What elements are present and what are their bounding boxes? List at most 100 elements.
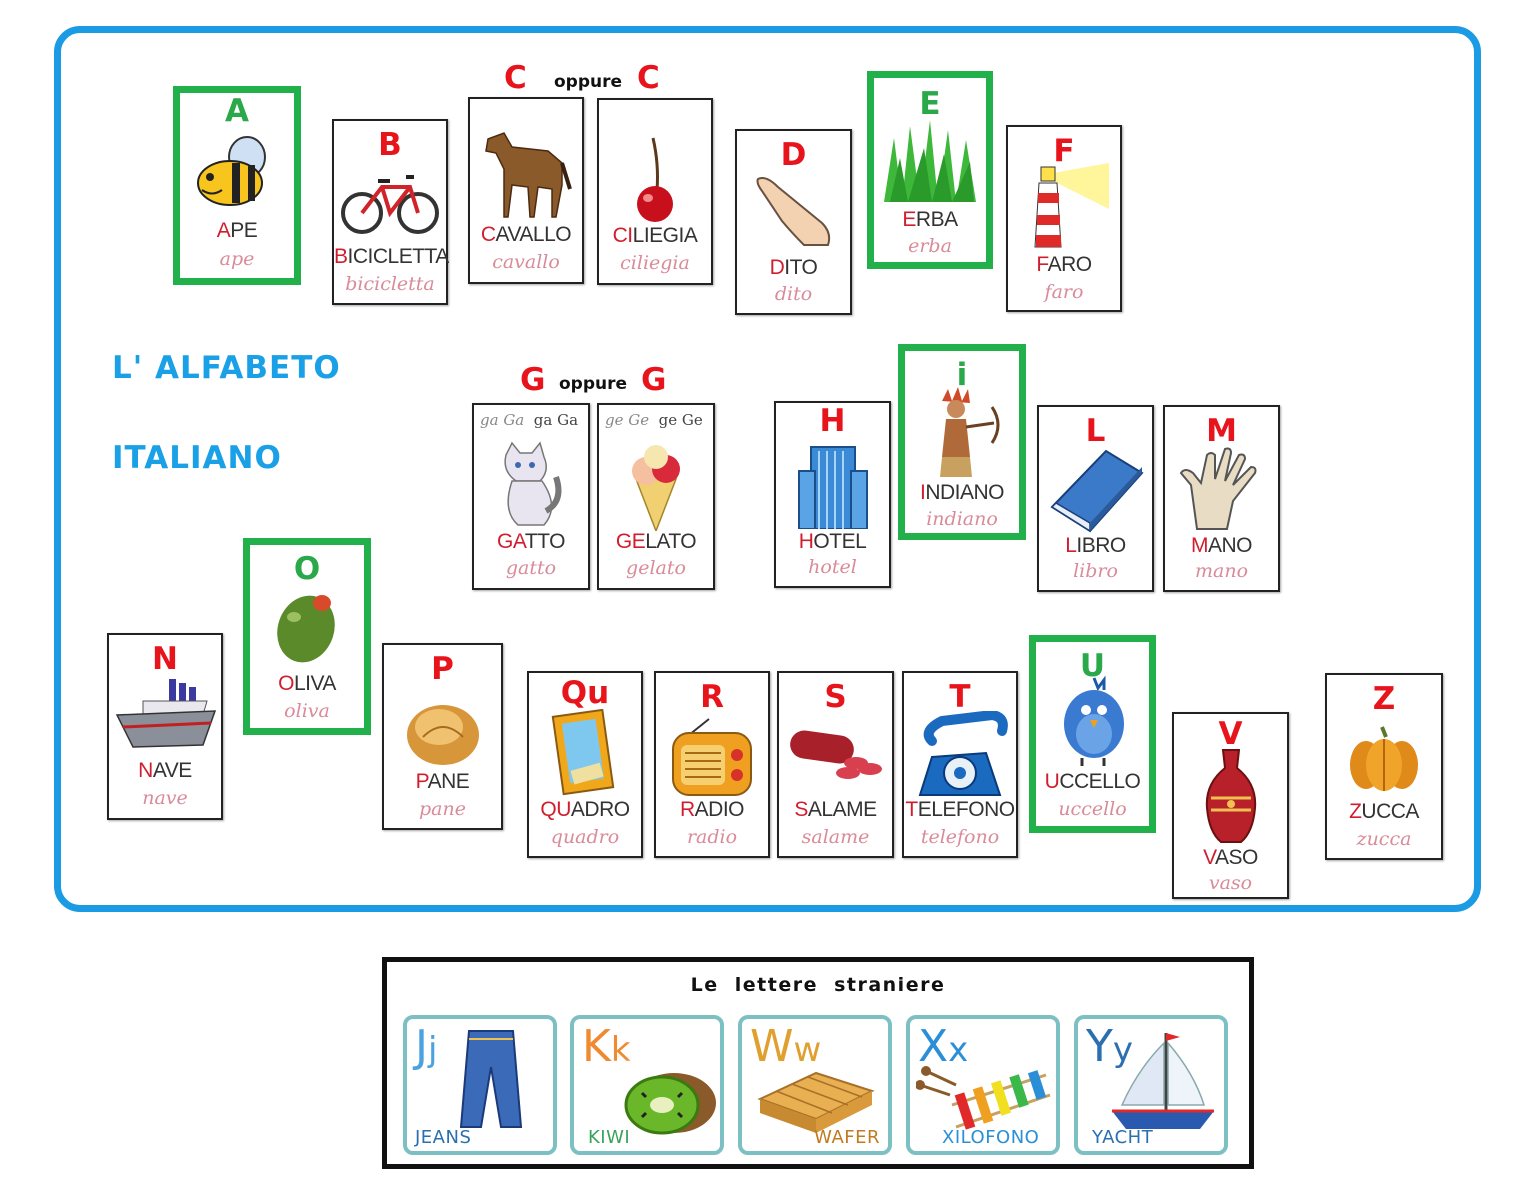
card-letter: E — [919, 86, 941, 122]
card-c-cavallo[interactable]: CAVALLO cavallo — [468, 97, 584, 284]
card-script-word: cavallo — [492, 251, 560, 273]
card-letter: U — [1079, 648, 1106, 684]
finger-icon — [756, 177, 830, 246]
foreign-card-kiwi[interactable]: Kk KIWI — [570, 1015, 724, 1155]
c-oppure-label: oppure — [554, 72, 623, 92]
card-letter: R — [700, 679, 724, 715]
telephone-icon — [918, 711, 1008, 796]
card-script-word: ciliegia — [620, 252, 690, 274]
card-g-gelato[interactable]: ge Ge ge Ge GELATO gelato — [597, 403, 715, 590]
foreign-letters-panel: Le lettere straniere Jj JEANS Kk KIWI Ww… — [382, 957, 1254, 1169]
xylophone-icon — [916, 1066, 1051, 1130]
hotel-icon — [797, 446, 868, 529]
card-r[interactable]: R RADIO radio — [654, 671, 770, 858]
salami-icon — [789, 730, 882, 779]
card-script-word: indiano — [926, 508, 998, 530]
indian-icon — [940, 387, 1000, 477]
card-script-word: ape — [219, 248, 255, 270]
card-word: DITO — [769, 256, 818, 279]
foreign-card-wafer[interactable]: Ww WAFER — [738, 1015, 892, 1155]
bird-icon — [1063, 676, 1124, 766]
card-i[interactable]: i INDIANO indiano — [898, 344, 1026, 540]
ice-cream-icon — [632, 445, 680, 531]
card-script-word: nave — [142, 787, 188, 809]
card-h[interactable]: H HOTEL hotel — [774, 401, 891, 588]
card-letter: L — [1085, 413, 1106, 449]
card-m[interactable]: M MANO mano — [1163, 405, 1280, 592]
foreign-word: JEANS — [415, 1127, 472, 1148]
card-s[interactable]: S SALAME salame — [777, 671, 894, 858]
vase-icon — [1205, 749, 1256, 843]
card-p[interactable]: P PANE pane — [382, 643, 503, 830]
foreign-card-jeans[interactable]: Jj JEANS — [403, 1015, 557, 1155]
card-word: CAVALLO — [480, 223, 572, 246]
foreign-word: YACHT — [1092, 1127, 1154, 1148]
card-word: OLIVA — [278, 672, 336, 695]
card-word: MANO — [1190, 534, 1253, 557]
card-word: TELEFONO — [905, 798, 1015, 821]
card-g-gatto[interactable]: ga Ga ga Ga GATTO gatto — [472, 403, 590, 590]
bee-icon — [197, 136, 266, 206]
g-oppure-label: oppure — [559, 374, 628, 394]
sailboat-icon — [1112, 1033, 1214, 1129]
card-word: APE — [216, 219, 258, 242]
card-t[interactable]: T TELEFONO telefono — [902, 671, 1018, 858]
picture-frame-icon — [551, 709, 615, 796]
card-word: INDIANO — [919, 481, 1005, 504]
bread-icon — [406, 705, 479, 765]
c-letter-left: C — [504, 60, 527, 96]
card-c-ciliegia[interactable]: CILIEGIA ciliegia — [597, 98, 713, 285]
card-f[interactable]: F FARO faro — [1006, 125, 1122, 312]
bicycle-icon — [341, 175, 439, 234]
title-line-1: L' ALFABETO — [112, 350, 341, 386]
foreign-card-xilofono[interactable]: Xx XILOFONO — [906, 1015, 1060, 1155]
foreign-letters-title: Le lettere straniere — [690, 974, 946, 996]
card-script-word: oliva — [284, 700, 330, 722]
card-b[interactable]: B BICICLETTA bicicletta — [332, 119, 449, 305]
foreign-letters: Ww — [750, 1021, 822, 1072]
card-l[interactable]: L LIBRO libro — [1037, 405, 1154, 592]
card-z[interactable]: Z ZUCCA zucca — [1325, 673, 1443, 860]
foreign-word: XILOFONO — [942, 1127, 1040, 1148]
card-letter: N — [152, 641, 178, 677]
card-word: QUADRO — [540, 798, 630, 821]
foreign-card-yacht[interactable]: Yy YACHT — [1074, 1015, 1228, 1155]
card-letter: D — [780, 137, 807, 173]
foreign-letters: Xx — [918, 1021, 969, 1072]
g-letter-right: G — [641, 362, 667, 398]
foreign-letters: Jj — [415, 1021, 438, 1072]
card-word: ZUCCA — [1349, 800, 1419, 823]
card-letter: Qu — [560, 675, 610, 711]
card-word: PANE — [415, 770, 470, 793]
card-script-word: hotel — [808, 556, 857, 578]
card-o[interactable]: O OLIVA oliva — [243, 538, 371, 735]
card-u[interactable]: U UCCELLO uccello — [1029, 635, 1156, 833]
card-letter: F — [1053, 133, 1075, 169]
jeans-icon — [459, 1030, 523, 1128]
ship-icon — [115, 679, 217, 748]
card-e[interactable]: E ERBA erba — [867, 71, 993, 269]
g-letter-left: G — [520, 362, 546, 398]
card-script-word: salame — [801, 826, 870, 848]
card-script-word: faro — [1044, 281, 1084, 303]
card-a[interactable]: A APE ape — [173, 86, 301, 285]
card-word: GELATO — [615, 530, 697, 553]
card-letter: S — [824, 679, 847, 715]
card-script-word: gelato — [626, 557, 686, 579]
pumpkin-icon — [1350, 726, 1418, 791]
card-v[interactable]: V VASO vaso — [1172, 712, 1289, 899]
c-letter-right: C — [637, 60, 660, 96]
card-script-word: gatto — [505, 557, 557, 579]
card-qu[interactable]: Qu QUADRO quadro — [527, 671, 643, 858]
card-script-word: erba — [908, 235, 952, 257]
wafer-icon — [757, 1071, 875, 1133]
card-letter: P — [431, 651, 454, 687]
card-d[interactable]: D DITO dito — [735, 129, 852, 315]
olive-icon — [277, 595, 335, 663]
hand-icon — [1179, 447, 1256, 530]
card-n[interactable]: N NAVE nave — [107, 633, 223, 820]
book-icon — [1049, 449, 1144, 533]
card-syllables: ga Ga ga Ga — [480, 411, 579, 429]
card-word: GATTO — [497, 530, 565, 553]
card-letter: V — [1218, 716, 1243, 752]
